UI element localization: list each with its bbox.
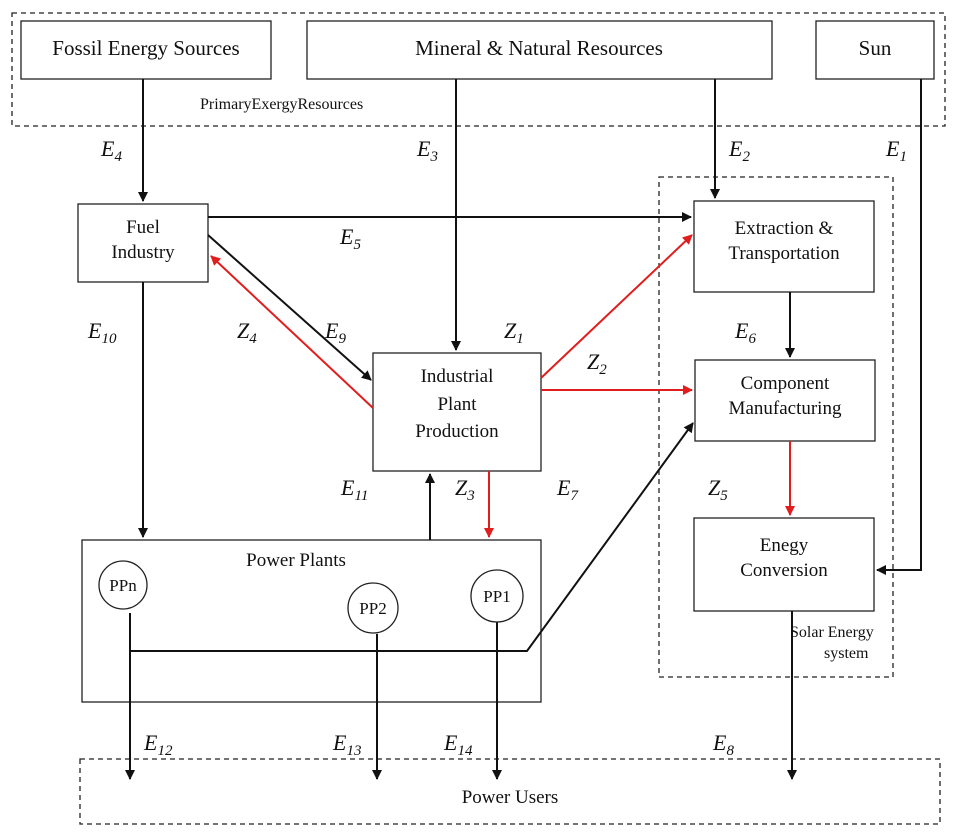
power-users-group — [79, 758, 941, 825]
label-e3: E3 — [416, 136, 438, 165]
pp2-label: PP2 — [359, 599, 386, 618]
fuel-industry-label-line2: Industry — [111, 242, 175, 263]
pp1-circle — [470, 569, 524, 623]
component-manufacturing-box — [694, 359, 876, 442]
primary-exergy-resources-group — [11, 12, 946, 127]
label-e13: E13 — [332, 730, 361, 759]
label-e10: E10 — [87, 318, 117, 347]
arrow-z4-industrial-to-fuel — [210, 255, 374, 409]
solar-energy-system-label-line2: system — [824, 645, 869, 662]
primary-exergy-resources-label: PrimaryExergyResources — [200, 96, 363, 113]
label-e1: E1 — [885, 136, 907, 165]
extraction-transportation-label-line1: Extraction & — [735, 218, 834, 239]
label-e7: E7 — [556, 475, 579, 504]
label-e8: E8 — [712, 730, 734, 759]
label-e2: E2 — [728, 136, 750, 165]
power-users-label: Power Users — [462, 787, 559, 808]
fuel-industry-label-line1: Fuel — [126, 217, 160, 238]
label-z2: Z2 — [587, 349, 607, 378]
ppn-label: PPn — [109, 576, 137, 595]
energy-conversion-box — [693, 517, 875, 612]
pp2-circle — [347, 582, 399, 634]
industrial-plant-production-box — [372, 352, 542, 472]
label-z3: Z3 — [455, 475, 475, 504]
industrial-plant-production-label-line3: Production — [415, 421, 499, 442]
label-z4: Z4 — [237, 318, 257, 347]
label-z5: Z5 — [708, 475, 728, 504]
pp1-label: PP1 — [483, 587, 510, 606]
industrial-plant-production-label-line1: Industrial — [421, 366, 494, 387]
fuel-industry-box — [77, 203, 209, 283]
industrial-plant-production-label-line2: Plant — [437, 394, 477, 415]
label-z1: Z1 — [504, 318, 524, 347]
mineral-natural-resources-label: Mineral & Natural Resources — [415, 36, 663, 60]
arrow-z1-industrial-to-extraction — [540, 234, 693, 379]
arrow-e9-fuel-to-industrial — [207, 234, 372, 381]
label-e12: E12 — [143, 730, 173, 759]
power-plants-box — [81, 539, 542, 703]
arrow-e1-sun-to-conversion — [876, 79, 922, 575]
fossil-energy-sources-label: Fossil Energy Sources — [52, 36, 239, 60]
sun-label: Sun — [859, 36, 892, 60]
solar-energy-system-label-line1: Solar Energy — [790, 624, 874, 641]
arrow-e7-powerplants-to-component — [130, 422, 694, 652]
label-e5: E5 — [339, 224, 361, 253]
energy-conversion-label-line2: Conversion — [740, 560, 828, 581]
label-e9: E9 — [324, 318, 346, 347]
component-manufacturing-label-line2: Manufacturing — [729, 398, 842, 419]
mineral-natural-resources-box — [306, 20, 773, 80]
fossil-energy-sources-box — [20, 20, 272, 80]
energy-conversion-label-line1: Enegy — [760, 535, 809, 556]
extraction-transportation-box — [693, 200, 875, 293]
solar-energy-system-group — [658, 176, 894, 678]
component-manufacturing-label-line1: Component — [741, 373, 830, 394]
label-e11: E11 — [340, 475, 368, 504]
power-plants-label: Power Plants — [246, 550, 346, 571]
label-e4: E4 — [100, 136, 122, 165]
label-e6: E6 — [734, 318, 756, 347]
label-e14: E14 — [443, 730, 473, 759]
sun-box — [815, 20, 935, 80]
ppn-circle — [98, 560, 148, 610]
extraction-transportation-label-line2: Transportation — [728, 243, 840, 264]
